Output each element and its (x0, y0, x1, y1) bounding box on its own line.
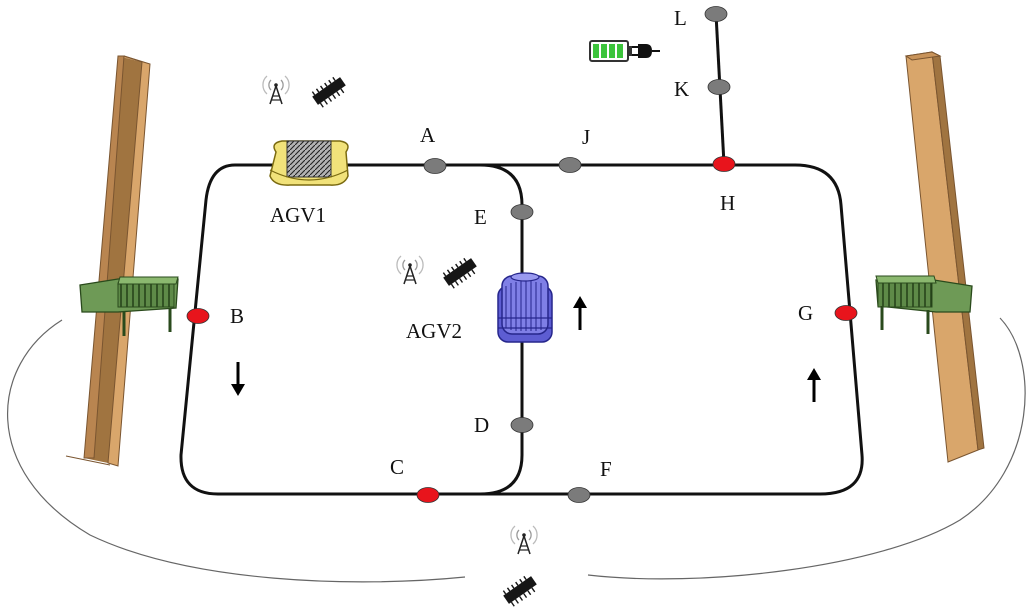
node-g-label: G (798, 301, 813, 325)
node-b-label: B (230, 304, 244, 328)
node-g-marker (834, 305, 858, 321)
antenna-icon (396, 255, 424, 285)
node-f-marker (567, 487, 591, 503)
left-station (79, 276, 179, 336)
agv1-vehicle (269, 140, 349, 186)
node-h-marker (712, 156, 736, 172)
antenna-icon (510, 525, 538, 555)
arrow-up-icon (571, 294, 589, 332)
track-right-loop (480, 163, 864, 496)
node-f-label: F (600, 457, 612, 481)
node-b-marker (186, 308, 210, 324)
node-a-label: A (420, 123, 436, 147)
agv2-vehicle (497, 272, 553, 343)
node-l-marker (704, 6, 728, 22)
node-k-marker (707, 79, 731, 95)
node-j-marker (558, 157, 582, 173)
node-c-marker (416, 487, 440, 503)
battery-icon (589, 40, 632, 62)
node-l-label: L (674, 6, 687, 30)
plug-icon (632, 44, 660, 58)
node-k-label: K (674, 77, 689, 101)
floor-arc-right (587, 317, 1026, 580)
agv2-label: AGV2 (406, 319, 462, 343)
node-a-marker (423, 158, 447, 174)
chip-icon (500, 572, 541, 609)
arrow-down-icon (229, 360, 247, 398)
node-c-label: C (390, 455, 404, 479)
node-e-marker (510, 204, 534, 220)
track-left-loop (179, 163, 524, 496)
node-h-label: H (720, 191, 735, 215)
node-d-label: D (474, 413, 489, 437)
left-wall (65, 55, 151, 467)
node-e-label: E (474, 205, 487, 229)
chip-icon (440, 254, 481, 291)
antenna-icon (262, 75, 290, 105)
chip-icon (309, 73, 350, 110)
floor-arc-left (7, 319, 466, 583)
right-station (875, 275, 973, 334)
agv1-label: AGV1 (270, 203, 326, 227)
node-d-marker (510, 417, 534, 433)
node-j-label: J (582, 125, 590, 149)
right-wall (904, 51, 985, 463)
arrow-up-icon (805, 366, 823, 404)
